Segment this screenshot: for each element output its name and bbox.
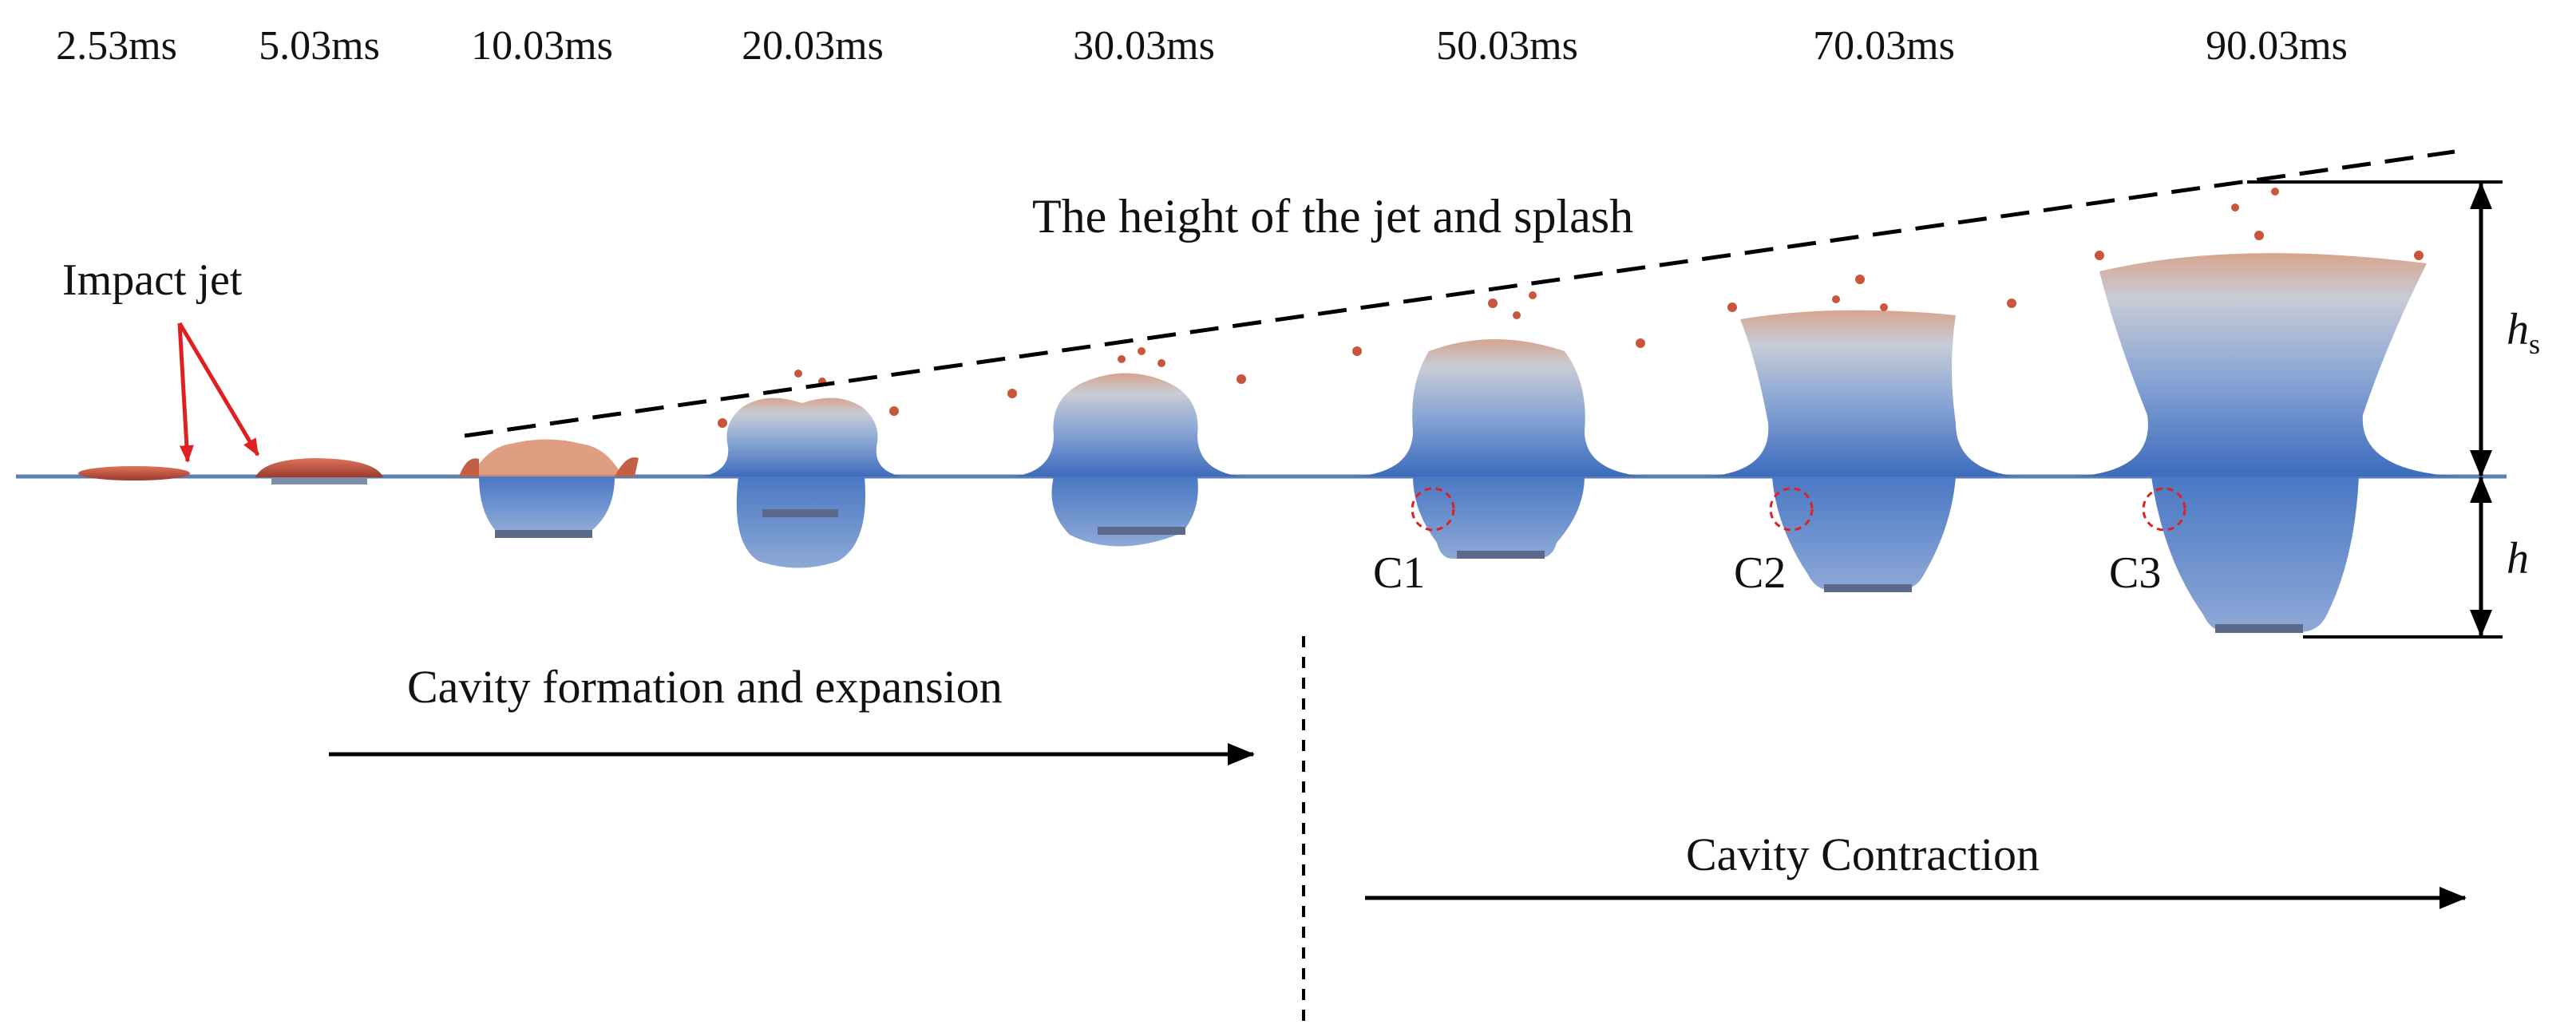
jet-height-envelope-line	[464, 149, 2455, 438]
c3-label: C3	[2109, 548, 2162, 598]
c1-marker-circle	[1411, 487, 1455, 532]
c2-marker-circle	[1769, 487, 1814, 532]
c3-marker-circle	[2142, 487, 2186, 532]
time-label: 5.03ms	[259, 23, 380, 69]
frame-10-03ms	[459, 439, 639, 538]
time-label: 20.03ms	[742, 23, 884, 69]
time-label: 2.53ms	[56, 23, 177, 69]
time-label: 10.03ms	[471, 23, 613, 69]
contraction-caption: Cavity Contraction	[1686, 828, 2040, 880]
time-label: 50.03ms	[1436, 23, 1578, 69]
impact-jet-caption: Impact jet	[62, 255, 243, 305]
impact-jet-arrow-2	[177, 322, 260, 457]
time-label: 70.03ms	[1813, 23, 1955, 69]
frame-5-03ms	[255, 458, 383, 484]
impact-jet-arrow-1	[177, 322, 194, 463]
splash-height-symbol: hs	[2507, 307, 2540, 358]
formation-caption: Cavity formation and expansion	[407, 661, 1003, 713]
frame-70-03ms	[1708, 275, 2020, 592]
time-label: 30.03ms	[1073, 23, 1215, 69]
jet-height-caption: The height of the jet and splash	[1032, 190, 1634, 243]
c2-label: C2	[1734, 548, 1787, 598]
cavity-depth-symbol: h	[2507, 534, 2529, 583]
c1-label: C1	[1373, 548, 1426, 598]
splash-height-symbol-base: h	[2507, 305, 2529, 354]
frame-50-03ms	[1352, 291, 1645, 559]
frame-30-03ms	[1007, 347, 1246, 547]
frame-90-03ms	[2075, 188, 2459, 633]
splash-height-subscript: s	[2529, 328, 2541, 361]
frame-20-03ms	[702, 370, 902, 568]
time-label: 90.03ms	[2206, 23, 2348, 69]
frame-2-53ms	[78, 466, 190, 480]
